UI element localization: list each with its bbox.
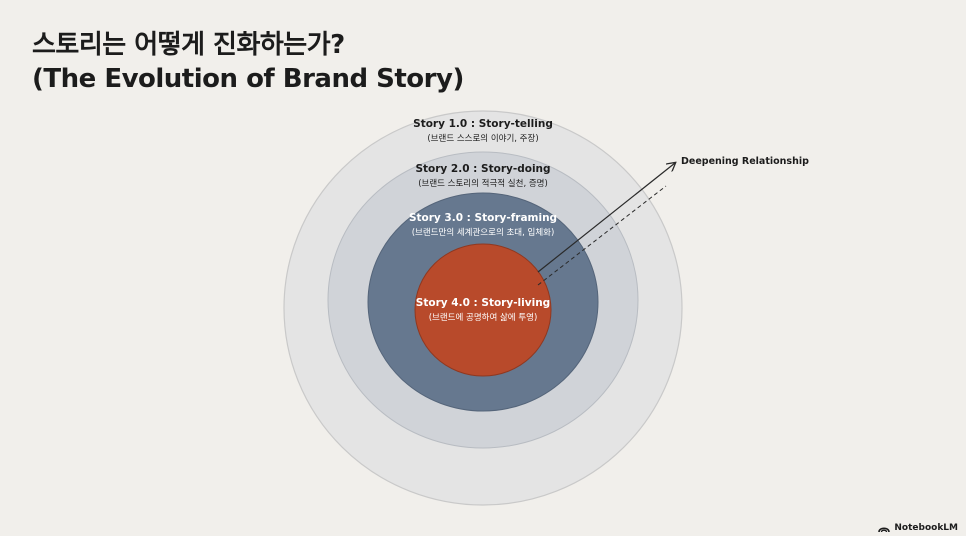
ring-story-4 — [414, 243, 552, 377]
notebooklm-label: NotebookLM — [894, 523, 958, 533]
ring-4-subtitle: (브랜드에 공명하여 삶에 투영) — [429, 312, 538, 323]
title-line-korean: 스토리는 어떻게 진화하는가? — [32, 30, 345, 60]
title-line-english: (The Evolution of Brand Story) — [32, 64, 464, 94]
page-title: 스토리는 어떻게 진화하는가? (The Evolution of Brand … — [32, 28, 464, 96]
ring-2-title: Story 2.0 : Story-doing — [415, 163, 550, 175]
ring-3-title: Story 3.0 : Story-framing — [409, 212, 557, 224]
ring-1-subtitle: (브랜드 스스로의 이야기, 주장) — [427, 133, 538, 144]
ring-1-title: Story 1.0 : Story-telling — [413, 118, 553, 130]
notebooklm-watermark: NotebookLM — [878, 523, 958, 533]
ring-3-subtitle: (브랜드만의 세계관으로의 초대, 입체화) — [412, 227, 555, 238]
arrow-label: Deepening Relationship — [681, 156, 809, 167]
ring-2-subtitle: (브랜드 스토리의 적극적 실천, 증명) — [418, 178, 548, 189]
deepening-arrow-dashed-line — [537, 185, 667, 286]
notebooklm-logo-icon — [878, 526, 891, 532]
ring-4-title: Story 4.0 : Story-living — [416, 297, 550, 309]
deepening-arrow — [537, 163, 675, 273]
